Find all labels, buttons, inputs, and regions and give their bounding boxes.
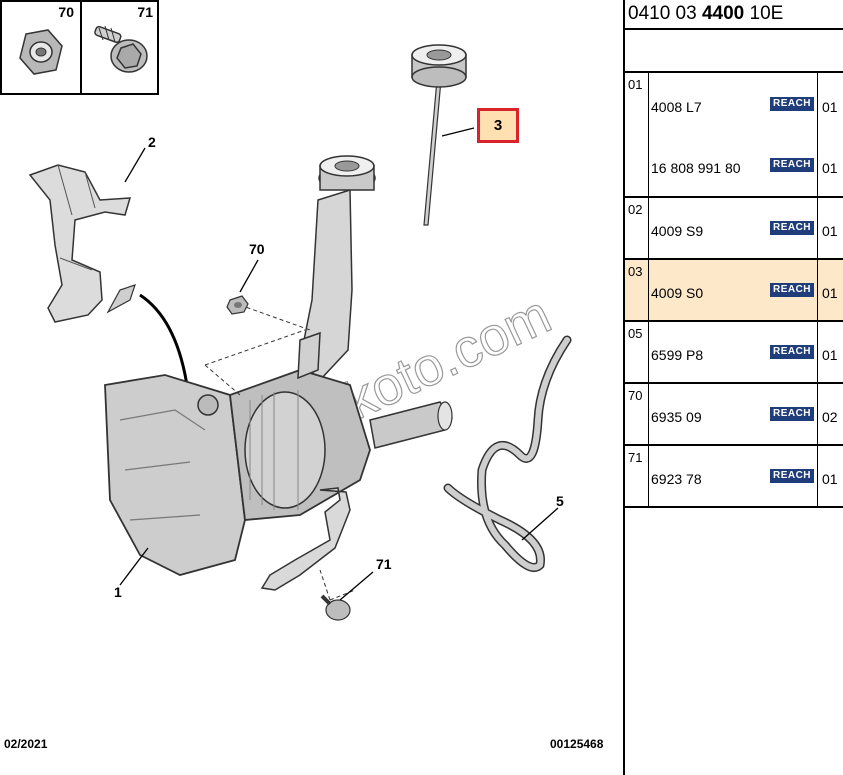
footer-code: 00125468 — [550, 737, 604, 751]
reach-badge: REACH — [770, 469, 814, 483]
column-rule — [648, 198, 649, 258]
reach-badge: REACH — [770, 221, 814, 235]
column-rule — [648, 322, 649, 382]
hex-nut-icon — [19, 29, 63, 75]
parts-diagram: 70 71 duyukoto.com — [0, 0, 604, 751]
column-rule — [817, 198, 818, 258]
part-quantity: 01 — [822, 223, 838, 239]
part-quantity: 01 — [822, 347, 838, 363]
group-number: 01 — [628, 77, 643, 92]
callout-71[interactable]: 71 — [376, 556, 392, 572]
nut-part-70[interactable] — [226, 295, 249, 315]
part-row[interactable]: 6599 P8 REACH 01 — [651, 344, 841, 366]
part-number: 4009 S9 — [651, 223, 704, 239]
parts-group-02[interactable]: 02 4009 S9 REACH 01 — [625, 198, 843, 260]
callout-2[interactable]: 2 — [148, 134, 156, 150]
bracket-part-2[interactable] — [28, 164, 136, 323]
reach-badge: REACH — [770, 283, 814, 297]
hose-part-5[interactable] — [443, 335, 572, 572]
group-number: 05 — [628, 326, 643, 341]
ref-prefix: 0410 03 — [628, 3, 697, 24]
ref-bold: 4400 — [701, 3, 745, 24]
mounting-dashed-lines — [204, 304, 356, 601]
parts-group-03[interactable]: 03 4009 S0 REACH 01 — [625, 260, 843, 322]
thumbnail-71[interactable]: 71 — [81, 2, 159, 93]
thumbnail-number: 71 — [137, 4, 153, 20]
thumbnail-number: 70 — [58, 4, 74, 20]
part-quantity: 01 — [822, 285, 838, 301]
part-row[interactable]: 4009 S9 REACH 01 — [651, 220, 841, 242]
group-number: 71 — [628, 450, 643, 465]
part-quantity: 01 — [822, 160, 838, 176]
part-number: 6923 78 — [651, 471, 702, 487]
part-quantity: 01 — [822, 99, 838, 115]
group-number: 02 — [628, 202, 643, 217]
column-rule — [817, 73, 818, 196]
thumbnail-70[interactable]: 70 — [2, 2, 82, 93]
reservoir-part-1[interactable] — [299, 155, 376, 382]
group-number: 03 — [628, 264, 643, 279]
callout-5[interactable]: 5 — [556, 493, 564, 509]
reference-header: 0410 03 4400 10E — [625, 0, 843, 30]
fastener-thumbnails: 70 71 — [0, 0, 159, 95]
leader-lines — [119, 127, 559, 601]
exploded-view-drawing: duyukoto.com — [28, 44, 572, 621]
column-rule — [817, 260, 818, 320]
part-row[interactable]: 6935 09 REACH 02 — [651, 406, 841, 428]
footer-date: 02/2021 — [4, 737, 48, 751]
dipstick-cap-part-3[interactable] — [411, 44, 467, 226]
part-number: 4009 S0 — [651, 285, 704, 301]
bolt-part-71[interactable] — [320, 594, 351, 621]
column-rule — [648, 384, 649, 444]
part-row[interactable]: 6923 78 REACH 01 — [651, 468, 841, 490]
callout-1[interactable]: 1 — [114, 584, 122, 600]
part-number: 16 808 991 80 — [651, 160, 741, 176]
part-number: 6935 09 — [651, 409, 702, 425]
bracket-arrow — [139, 293, 190, 393]
parts-group-05[interactable]: 05 6599 P8 REACH 01 — [625, 322, 843, 384]
parts-group-01[interactable]: 01 4008 L7 REACH 01 16 808 991 80 REACH 01 — [625, 73, 843, 198]
flange-bolt-icon — [94, 25, 148, 73]
callout-3-highlighted[interactable]: 3 — [477, 108, 519, 143]
reach-badge: REACH — [770, 97, 814, 111]
part-number: 4008 L7 — [651, 99, 702, 115]
callout-70[interactable]: 70 — [249, 241, 265, 257]
column-rule — [817, 322, 818, 382]
column-rule — [817, 446, 818, 506]
header-spacer — [625, 30, 843, 73]
column-rule — [648, 73, 649, 196]
group-number: 70 — [628, 388, 643, 403]
part-row[interactable]: 4009 S0 REACH 01 — [651, 282, 841, 304]
column-rule — [817, 384, 818, 444]
reach-badge: REACH — [770, 407, 814, 421]
part-number: 6599 P8 — [651, 347, 704, 363]
parts-list: 01 4008 L7 REACH 01 16 808 991 80 REACH 01 02 40… — [625, 73, 843, 508]
reach-badge: REACH — [770, 345, 814, 359]
part-row[interactable]: 16 808 991 80 REACH 01 — [651, 157, 841, 179]
part-quantity: 02 — [822, 409, 838, 425]
reach-badge: REACH — [770, 158, 814, 172]
part-row[interactable]: 4008 L7 REACH 01 — [651, 96, 841, 118]
column-rule — [648, 260, 649, 320]
column-rule — [648, 446, 649, 506]
pump-assembly-part-1[interactable] — [104, 331, 453, 591]
parts-group-70[interactable]: 70 6935 09 REACH 02 — [625, 384, 843, 446]
panel-divider — [623, 0, 625, 775]
ref-suffix: 10E — [749, 3, 784, 24]
parts-group-71[interactable]: 71 6923 78 REACH 01 — [625, 446, 843, 508]
part-quantity: 01 — [822, 471, 838, 487]
